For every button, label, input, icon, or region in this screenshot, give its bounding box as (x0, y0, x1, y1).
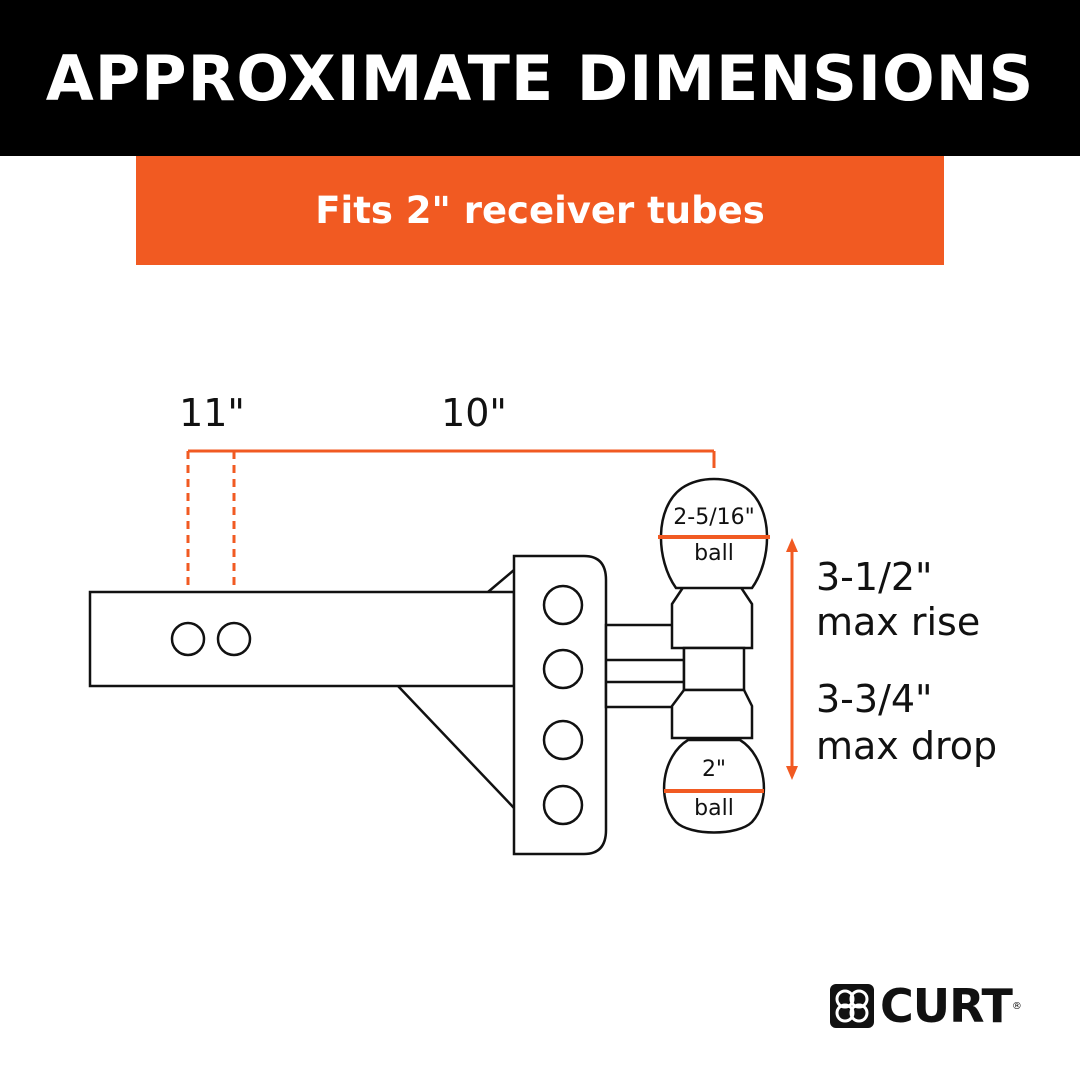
bottom-ball-word: ball (694, 796, 734, 821)
rise-label: max rise (816, 600, 980, 644)
top-ball (659, 477, 769, 590)
curt-logo: CURT ® (828, 978, 1022, 1034)
pin-to-ball-label: 10" (441, 391, 507, 435)
drop-label: max drop (816, 724, 997, 768)
shank (88, 569, 516, 809)
brand-trademark: ® (1011, 1000, 1022, 1012)
drop-value: 3-3/4" (816, 677, 933, 721)
brand-name: CURT (880, 979, 1013, 1033)
shank-length-label: 11" (179, 391, 245, 435)
pin-hole-2 (216, 621, 252, 657)
dual-ball (659, 477, 769, 834)
plate-hole-4 (542, 784, 584, 826)
fit-banner: Fits 2" receiver tubes (136, 156, 944, 265)
curt-emblem-icon (830, 984, 874, 1028)
pin-hole-1 (170, 621, 206, 657)
plate-hole-3 (542, 719, 584, 761)
plate-hole-1 (542, 584, 584, 626)
top-ball-word: ball (694, 541, 734, 566)
header-bar: APPROXIMATE DIMENSIONS (0, 0, 1080, 156)
banner-text: Fits 2" receiver tubes (315, 189, 765, 232)
page-title: APPROXIMATE DIMENSIONS (45, 41, 1035, 115)
rise-drop-arrow (786, 538, 798, 780)
rise-value: 3-1/2" (816, 555, 933, 599)
adjustment-plate (512, 554, 608, 856)
plate-hole-2 (542, 648, 584, 690)
top-ball-size: 2-5/16" (673, 505, 754, 530)
bottom-ball-size: 2" (702, 757, 726, 782)
bottom-ball (662, 738, 766, 834)
